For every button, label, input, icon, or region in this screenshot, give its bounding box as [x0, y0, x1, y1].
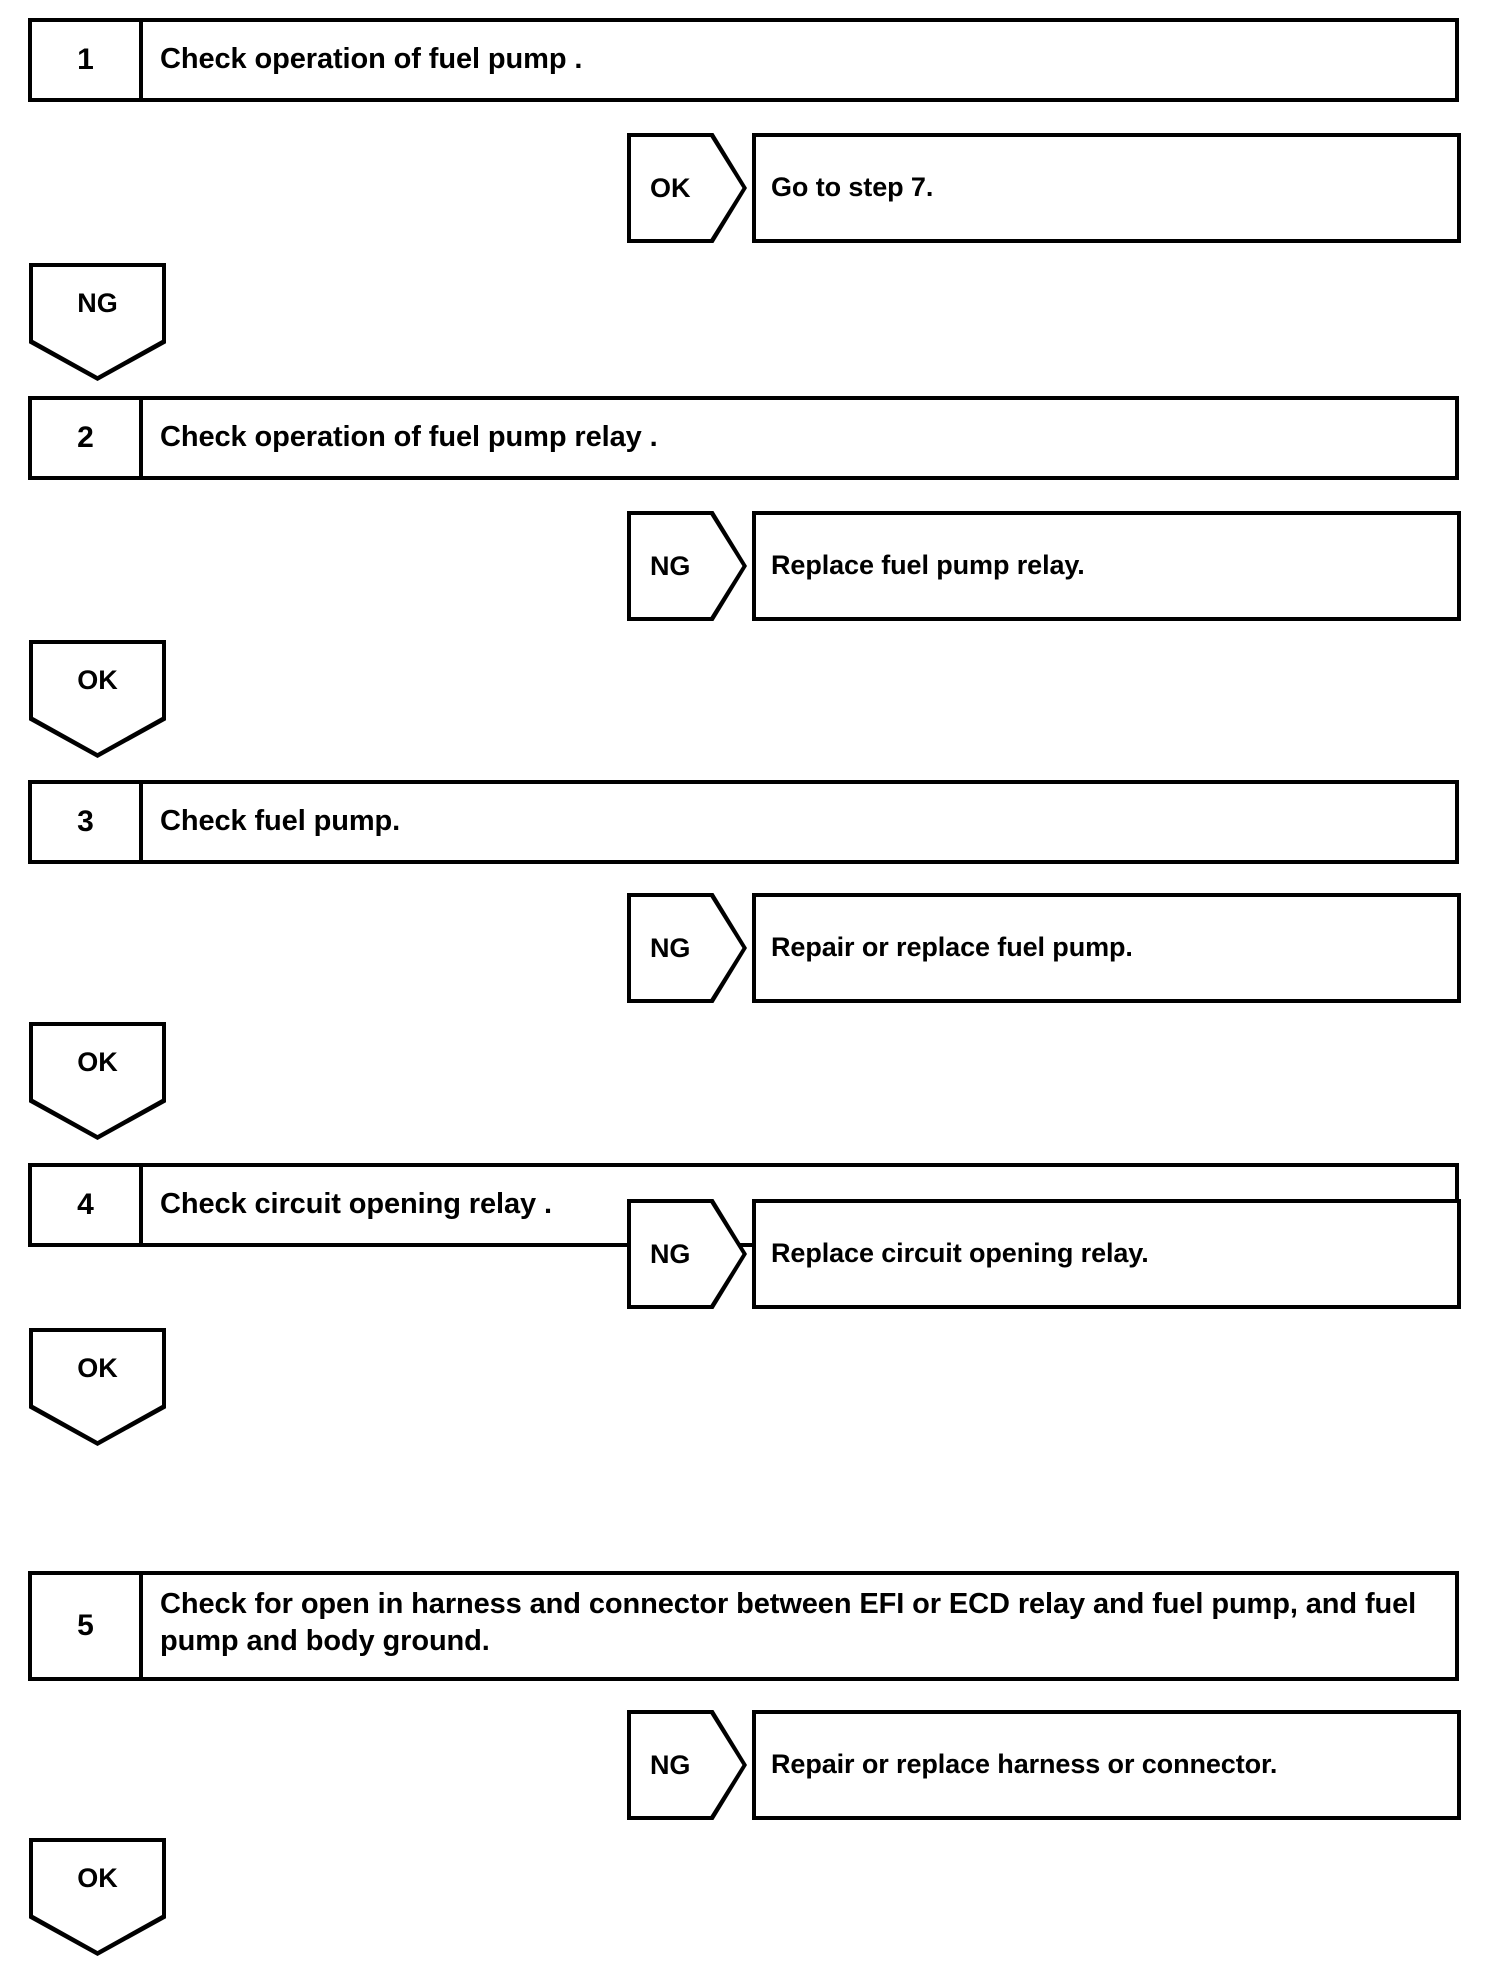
step-number-1: 1	[32, 22, 143, 98]
step-text-3: Check fuel pump.	[160, 805, 401, 838]
result-tag-3: NG	[627, 893, 747, 1003]
result-box-4: Replace circuit opening relay.	[752, 1199, 1461, 1309]
branch-tag-3: OK	[29, 1022, 166, 1140]
step-row-3: 3 Check fuel pump.	[28, 780, 1459, 864]
branch-tag-label-3: OK	[77, 1046, 118, 1077]
branch-tag-label-1: NG	[77, 287, 118, 318]
step-row-2: 2 Check operation of fuel pump relay .	[28, 396, 1459, 480]
step-text-5: Check for open in harness and connector …	[160, 1588, 1417, 1658]
result-box-5: Repair or replace harness or connector.	[752, 1710, 1461, 1820]
branch-tag-4: OK	[29, 1328, 166, 1446]
step-number-4: 4	[32, 1167, 143, 1243]
step-text-2: Check operation of fuel pump relay .	[160, 421, 658, 454]
step-row-1: 1 Check operation of fuel pump .	[28, 18, 1459, 102]
branch-tag-5: OK	[29, 1838, 166, 1956]
result-tag-1: OK	[627, 133, 747, 243]
branch-tag-label-2: OK	[77, 664, 118, 695]
result-tag-5: NG	[627, 1710, 747, 1820]
result-box-2: Replace fuel pump relay.	[752, 511, 1461, 621]
step-number-2: 2	[32, 400, 143, 476]
step-text-1: Check operation of fuel pump .	[160, 43, 583, 76]
step-number-5: 5	[32, 1575, 143, 1677]
result-tag-label-3: NG	[649, 932, 691, 963]
step-row-5: 5 Check for open in harness and connecto…	[28, 1571, 1459, 1681]
branch-tag-1: NG	[29, 263, 166, 381]
result-tag-2: NG	[627, 511, 747, 621]
branch-tag-label-5: OK	[77, 1862, 118, 1893]
result-box-1: Go to step 7.	[752, 133, 1461, 243]
result-tag-label-4: NG	[649, 1238, 691, 1269]
result-tag-label-5: NG	[649, 1749, 691, 1780]
result-box-3: Repair or replace fuel pump.	[752, 893, 1461, 1003]
result-tag-label-1: OK	[649, 172, 691, 203]
branch-tag-2: OK	[29, 640, 166, 758]
step-text-4: Check circuit opening relay .	[160, 1188, 552, 1221]
branch-tag-label-4: OK	[77, 1352, 118, 1383]
result-tag-label-2: NG	[649, 550, 691, 581]
step-number-3: 3	[32, 784, 143, 860]
